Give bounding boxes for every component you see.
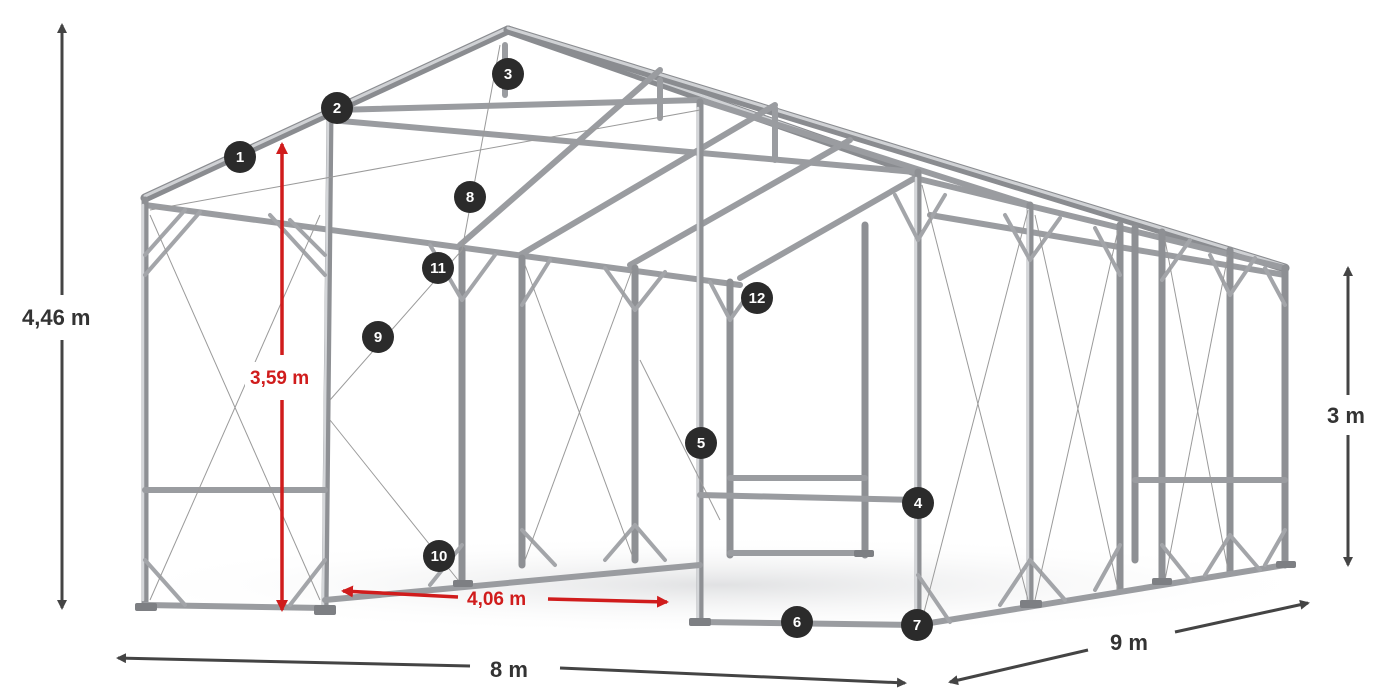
wall-height-label: 3 m bbox=[1327, 403, 1365, 428]
svg-text:7: 7 bbox=[913, 617, 921, 634]
side-height-label: 3,59 m bbox=[250, 368, 309, 389]
marker-8: 8 bbox=[454, 181, 486, 213]
marker-4: 4 bbox=[902, 487, 934, 519]
ground-rails bbox=[142, 475, 1288, 628]
svg-text:9: 9 bbox=[374, 329, 382, 346]
marker-5: 5 bbox=[685, 427, 717, 459]
marker-9: 9 bbox=[362, 321, 394, 353]
svg-text:5: 5 bbox=[697, 435, 705, 452]
bay-width-label: 4,06 m bbox=[467, 589, 526, 610]
marker-12: 12 bbox=[741, 282, 773, 314]
svg-text:2: 2 bbox=[333, 100, 341, 117]
svg-text:8: 8 bbox=[466, 189, 474, 206]
svg-text:4: 4 bbox=[914, 495, 923, 512]
marker-3: 3 bbox=[492, 58, 524, 90]
roof-rafters bbox=[140, 25, 1290, 288]
marker-2: 2 bbox=[321, 92, 353, 124]
vertical-poles bbox=[141, 98, 1289, 629]
length-label: 9 m bbox=[1110, 630, 1148, 655]
svg-text:11: 11 bbox=[430, 260, 446, 277]
marker-6: 6 bbox=[781, 606, 813, 638]
dimension-lines bbox=[57, 23, 1353, 688]
tent-frame bbox=[135, 25, 1296, 630]
svg-text:6: 6 bbox=[793, 614, 801, 631]
tension-wires bbox=[149, 44, 1229, 621]
marker-1: 1 bbox=[224, 141, 256, 173]
numbered-markers: 1 2 3 4 5 6 7 8 9 10 11 12 bbox=[224, 58, 934, 641]
svg-text:3: 3 bbox=[504, 66, 512, 83]
svg-text:1: 1 bbox=[236, 149, 244, 166]
marker-7: 7 bbox=[901, 609, 933, 641]
svg-text:10: 10 bbox=[431, 548, 448, 565]
marker-11: 11 bbox=[422, 252, 454, 284]
svg-text:12: 12 bbox=[749, 290, 766, 307]
width-label: 8 m bbox=[490, 657, 528, 682]
marker-10: 10 bbox=[423, 540, 455, 572]
total-height-label: 4,46 m bbox=[22, 305, 91, 330]
